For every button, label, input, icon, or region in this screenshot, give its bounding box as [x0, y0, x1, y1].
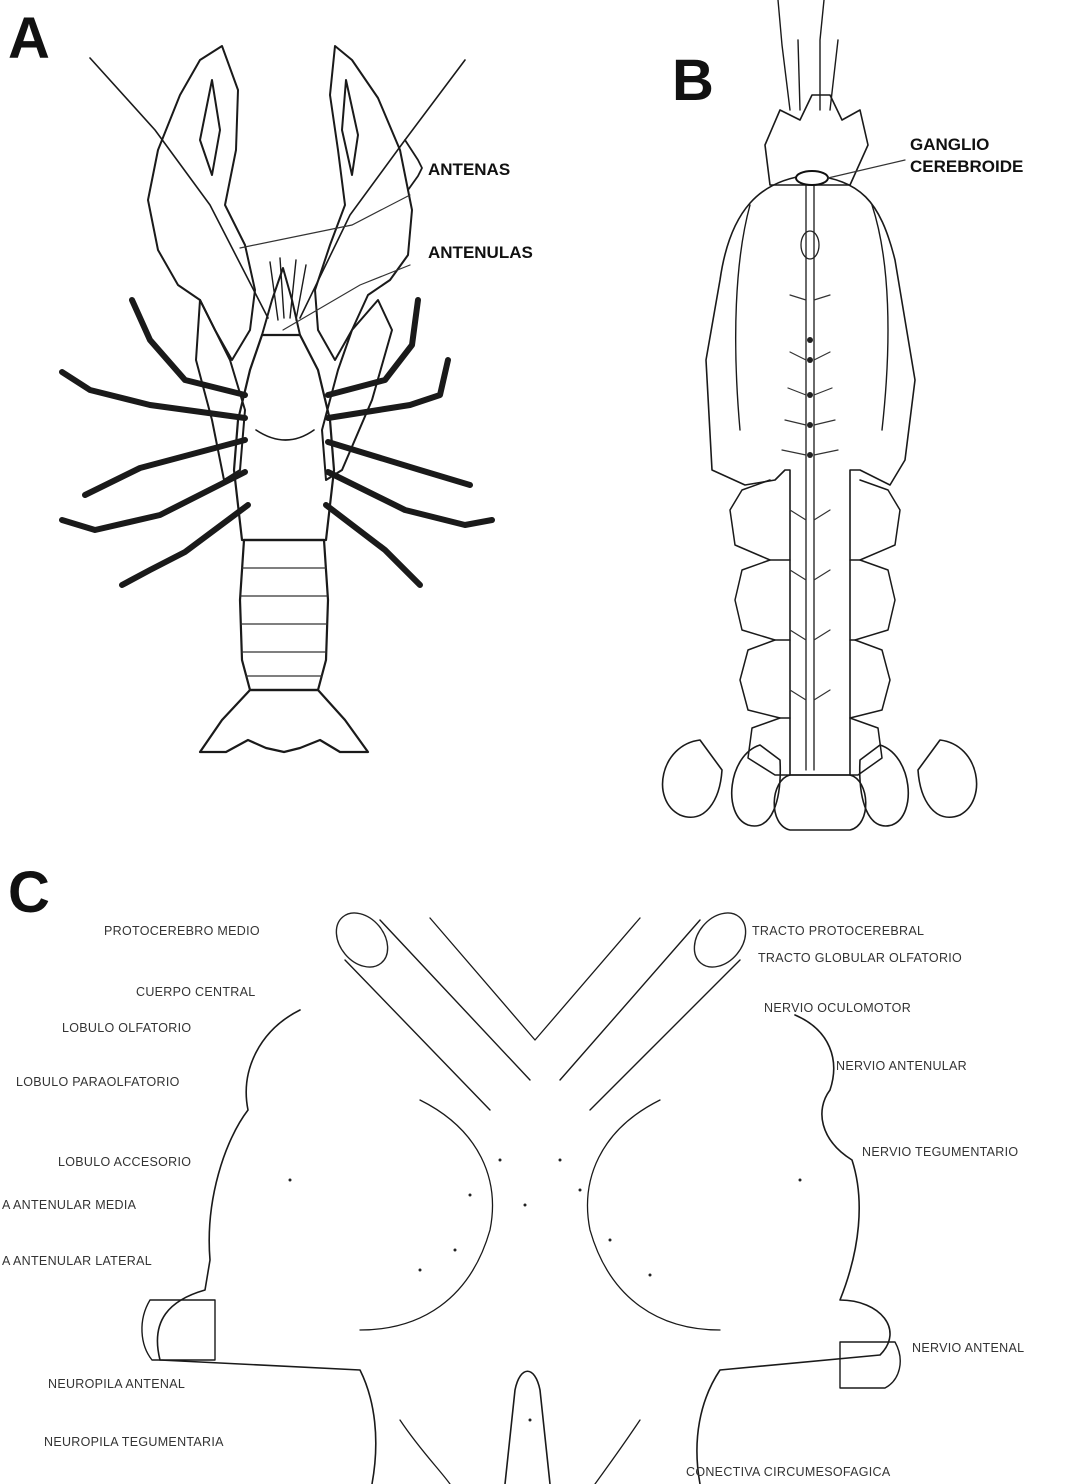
label-lobulo-paraolfatorio: LOBULO PARAOLFATORIO	[16, 1075, 180, 1089]
cerebral-ganglion	[796, 171, 828, 185]
label-cerebroide: CEREBROIDE	[910, 157, 1023, 176]
brace-antenas	[405, 140, 422, 190]
label-nervio-oculomotor: NERVIO OCULOMOTOR	[764, 1001, 911, 1015]
panel-c: C PROTOCEREBRO MEDIO CUERPO	[2, 860, 1024, 1484]
label-lobulo-olfatorio: LOBULO OLFATORIO	[62, 1021, 191, 1035]
label-conectiva: CONECTIVA CIRCUMESOFAGICA	[686, 1465, 891, 1479]
label-antenulas: ANTENULAS	[428, 243, 533, 262]
label-tracto-globular: TRACTO GLOBULAR OLFATORIO	[758, 951, 962, 965]
label-nervio-antenal: NERVIO ANTENAL	[912, 1341, 1024, 1355]
cervical-groove	[256, 430, 314, 440]
antennal-nerve-right	[840, 1342, 900, 1388]
label-nervio-antenular: NERVIO ANTENULAR	[836, 1059, 967, 1073]
inner-lobe-right	[588, 1100, 720, 1330]
panel-a-letter: A	[8, 6, 50, 71]
leader-antenulas	[283, 265, 410, 330]
panel-a: A	[8, 6, 533, 752]
abdomen	[240, 540, 328, 690]
label-cuerpo-central: CUERPO CENTRAL	[136, 985, 256, 999]
brain-outline	[157, 1010, 890, 1484]
antenna-right	[300, 60, 465, 318]
label-neuropila-antenal: NEUROPILA ANTENAL	[48, 1377, 185, 1391]
label-antenas: ANTENAS	[428, 160, 510, 179]
protocerebral-tracts	[326, 903, 756, 1110]
label-tracto-protocerebral: TRACTO PROTOCEREBRAL	[752, 924, 924, 938]
leader-antenas	[240, 195, 410, 248]
panel-b-letter: B	[672, 48, 714, 113]
panel-c-letter: C	[8, 860, 50, 925]
label-antenular-lateral: A ANTENULAR LATERAL	[2, 1254, 152, 1268]
label-protocerebro-medio: PROTOCEREBRO MEDIO	[104, 924, 260, 938]
label-ganglio: GANGLIO	[910, 135, 989, 154]
body-outline-b	[706, 175, 915, 775]
antennal-nerve-left	[142, 1300, 215, 1360]
carapace	[234, 335, 334, 540]
tail-fan	[200, 690, 368, 752]
label-antenular-media: A ANTENULAR MEDIA	[2, 1198, 137, 1212]
panel-b: B	[663, 0, 1024, 830]
leader-ganglio	[828, 160, 905, 178]
antennae-b	[778, 0, 838, 110]
walking-legs-left	[62, 300, 248, 585]
label-neuropila-tegumentaria: NEUROPILA TEGUMENTARIA	[44, 1435, 224, 1449]
connectives	[400, 1420, 640, 1484]
tail-fan-b	[663, 740, 977, 830]
label-lobulo-accesorio: LOBULO ACCESORIO	[58, 1155, 191, 1169]
label-nervio-tegumentario: NERVIO TEGUMENTARIO	[862, 1145, 1018, 1159]
abdomen-segments-b	[730, 480, 900, 775]
inner-lobe-left	[360, 1100, 492, 1330]
esophageal-opening	[505, 1371, 550, 1484]
walking-legs-right	[326, 300, 492, 585]
